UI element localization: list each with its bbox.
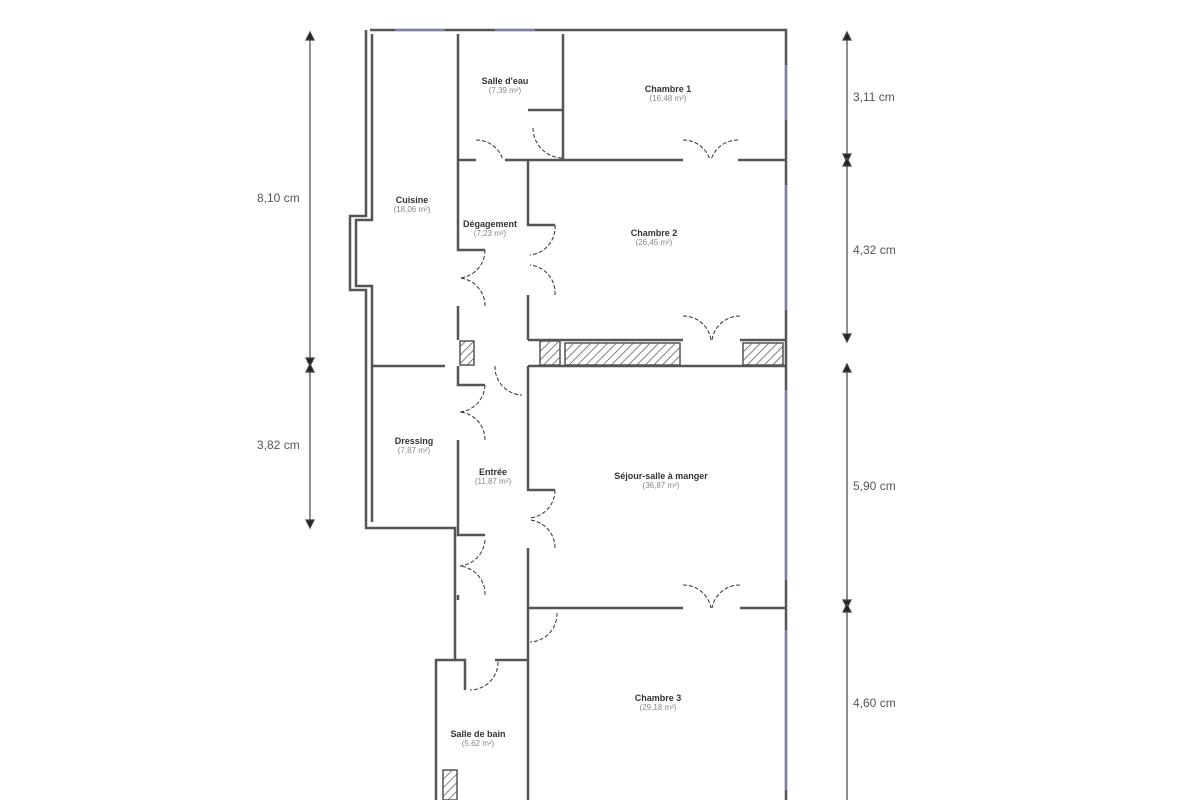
dimension-lines xyxy=(305,30,852,800)
room-name: Chambre 3 xyxy=(634,693,682,703)
room-name: Salle de bain xyxy=(450,729,506,739)
room-name: Séjour-salle à manger xyxy=(614,471,708,481)
room-name: Chambre 2 xyxy=(630,228,678,238)
dimension-right-2: 4,32 cm xyxy=(853,243,896,257)
room-degagement: Dégagement (7,23 m²) xyxy=(463,219,517,238)
room-cuisine: Cuisine (18,06 m²) xyxy=(394,195,431,214)
room-entree: Entrée (11,87 m²) xyxy=(475,467,511,486)
room-area: (29,18 m²) xyxy=(639,703,677,712)
room-name: Dressing xyxy=(394,436,434,446)
room-chambre-2: Chambre 2 (26,45 m²) xyxy=(631,228,678,247)
room-area: (7,87 m²) xyxy=(397,446,431,455)
windows xyxy=(395,29,787,790)
room-name: Dégagement xyxy=(462,219,518,229)
room-salle-de-bain: Salle de bain (5,62 m²) xyxy=(450,729,505,748)
room-area: (7,23 m²) xyxy=(473,229,507,238)
room-name: Salle d'eau xyxy=(481,76,529,86)
room-area: (36,87 m²) xyxy=(642,481,680,490)
room-area: (5,62 m²) xyxy=(461,739,495,748)
room-name: Cuisine xyxy=(395,195,429,205)
room-area: (7,39 m²) xyxy=(488,86,522,95)
room-sejour: Séjour-salle à manger (36,87 m²) xyxy=(614,471,708,490)
dimension-right-1: 3,11 cm xyxy=(853,90,895,104)
room-name: Chambre 1 xyxy=(644,84,692,94)
dimension-right-3: 5,90 cm xyxy=(853,479,896,493)
dimension-right-4: 4,60 cm xyxy=(853,696,896,710)
dimension-left-1: 8,10 cm xyxy=(257,191,300,205)
room-area: (16,48 m²) xyxy=(649,94,687,103)
dimension-left-2: 3,82 cm xyxy=(257,438,300,452)
room-dressing: Dressing (7,87 m²) xyxy=(395,436,434,455)
room-chambre-1: Chambre 1 (16,48 m²) xyxy=(645,84,692,103)
room-chambre-3: Chambre 3 (29,18 m²) xyxy=(635,693,682,712)
doors xyxy=(459,127,741,691)
room-area: (11,87 m²) xyxy=(474,477,512,486)
hatched-columns xyxy=(442,340,784,800)
room-salle-deau: Salle d'eau (7,39 m²) xyxy=(482,76,529,95)
room-name: Entrée xyxy=(478,467,507,477)
room-area: (18,06 m²) xyxy=(393,205,431,214)
room-area: (26,45 m²) xyxy=(635,238,673,247)
